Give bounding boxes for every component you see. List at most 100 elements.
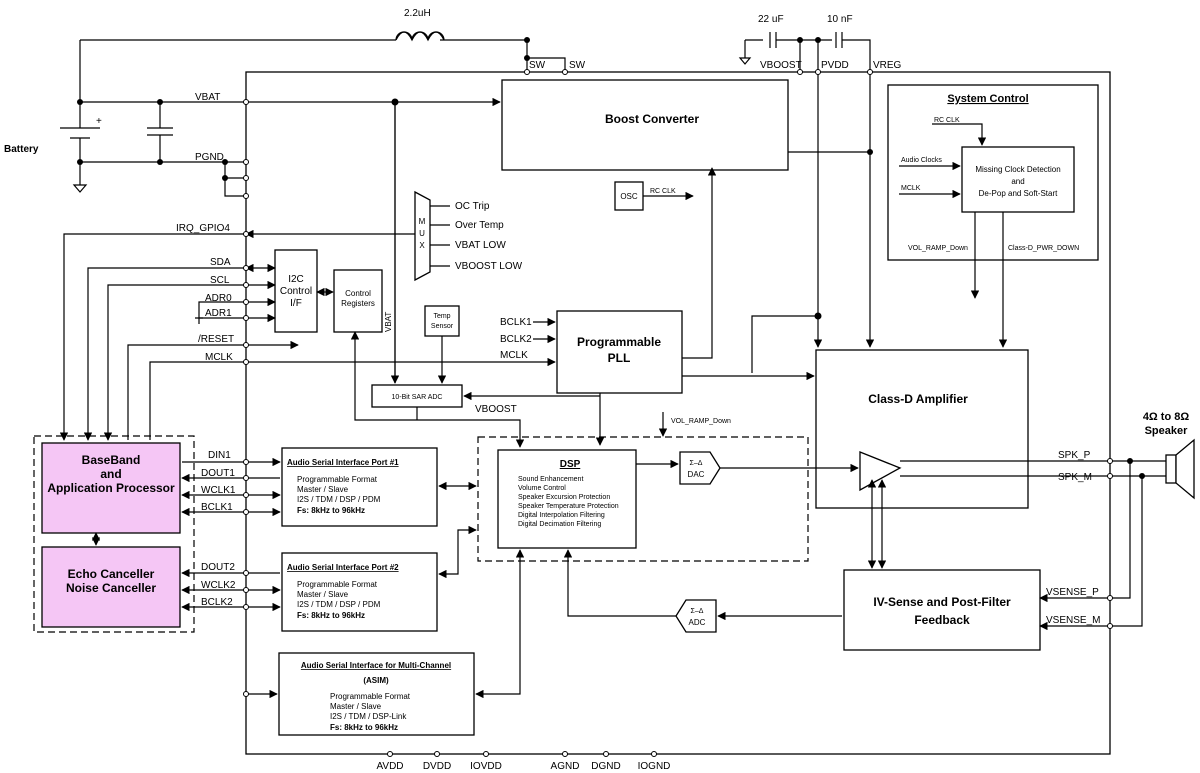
adr0-pin-label: ADR0: [205, 293, 232, 304]
dout2-label: DOUT2: [201, 562, 235, 573]
speaker-icon: [1165, 438, 1195, 500]
asi2-line-1: Programmable Format: [297, 580, 378, 589]
adc-label: ADC: [689, 618, 706, 627]
i2c-l3: I/F: [290, 298, 302, 309]
osc-rc-clk: RC CLK: [650, 188, 676, 195]
baseband-l3: Application Processor: [47, 481, 175, 495]
temp-sensor-block: [424, 305, 460, 337]
sys-audio-clocks: Audio Clocks: [901, 157, 942, 164]
asim-sub: (ASIM): [363, 676, 389, 685]
battery-plus: +: [96, 116, 102, 127]
asi2-line-4: Fs: 8kHz to 96kHz: [297, 611, 365, 620]
asi-port-1-block: [281, 447, 438, 527]
asi1-line-1: Programmable Format: [297, 475, 378, 484]
mux-vboost-low: VBOOST LOW: [455, 261, 523, 272]
vboost-pin: VBOOST: [760, 60, 802, 71]
temp-sensor-l1: Temp: [433, 313, 450, 320]
dsp-feature-3: Speaker Excursion Protection: [518, 494, 610, 501]
iv-sense-block: [843, 569, 1041, 651]
speaker-ohms: 4Ω to 8Ω: [1143, 411, 1190, 423]
pvdd-pin: PVDD: [821, 60, 849, 71]
pll-l2: PLL: [608, 351, 631, 365]
pll-mclk: MCLK: [500, 350, 528, 361]
pll-block: [556, 310, 683, 394]
asim-title: Audio Serial Interface for Multi-Channel: [301, 661, 451, 670]
mux-over-temp: Over Temp: [455, 220, 504, 231]
dsp-block: [497, 449, 637, 549]
dsp-region: [477, 436, 809, 562]
asim-block: [278, 652, 475, 736]
spk-m-label: SPK_M: [1058, 472, 1092, 483]
iv-sense-l1: IV-Sense and Post-Filter: [873, 595, 1011, 609]
mux-x: X: [419, 241, 425, 250]
battery-label: Battery: [4, 144, 39, 155]
class-d-label: Class-D Amplifier: [868, 392, 968, 406]
sw-pin-1: SW: [529, 60, 546, 71]
asi2-title: Audio Serial Interface Port #2: [287, 563, 399, 572]
pin-dvdd: DVDD: [423, 761, 451, 772]
class-d-amplifier-block: [815, 349, 1029, 509]
vboost-adc-label: VBOOST: [475, 404, 517, 415]
missing-clock-l1: Missing Clock Detection: [975, 165, 1060, 174]
echo-l1: Echo Canceller: [68, 567, 155, 581]
bclk2-label: BCLK2: [201, 597, 233, 608]
bclk1-label: BCLK1: [201, 502, 233, 513]
asim-line-4: Fs: 8kHz to 96kHz: [330, 723, 398, 732]
iv-sense-l2: Feedback: [914, 613, 970, 627]
din1-label: DIN1: [208, 450, 231, 461]
asim-line-2: Master / Slave: [330, 702, 382, 711]
mux-u: U: [419, 229, 425, 238]
asi1-line-4: Fs: 8kHz to 96kHz: [297, 506, 365, 515]
pin-markers: [243, 69, 1113, 757]
classd-pwr-label: Class-D_PWR_DOWN: [1008, 245, 1079, 252]
osc-label: OSC: [620, 192, 638, 201]
dac-sigma: Σ–Δ: [690, 460, 703, 467]
dsp-feature-2: Volume Control: [518, 485, 566, 492]
dout1-label: DOUT1: [201, 468, 235, 479]
dsp-feature-1: Sound Enhancement: [518, 476, 583, 483]
adr1-pin-label: ADR1: [205, 308, 232, 319]
vol-ramp-dsp-label: VOL_RAMP_Down: [671, 418, 731, 425]
boost-converter-block: [501, 79, 789, 171]
chip-outline: [245, 71, 1111, 755]
mux: M U X: [414, 190, 431, 282]
dsp-feature-5: Digital Interpolation Filtering: [518, 512, 605, 519]
echo-canceller-block: [41, 546, 181, 628]
cap-10nf-label: 10 nF: [827, 14, 853, 25]
pin-iovdd: IOVDD: [470, 761, 502, 772]
inductor-label: 2.2uH: [404, 8, 431, 19]
asim-line-1: Programmable Format: [330, 692, 411, 701]
adc-sigma: Σ–Δ: [691, 608, 704, 615]
reset-pin-label: /RESET: [198, 334, 234, 345]
irq-pin-label: IRQ_GPIO4: [176, 223, 230, 234]
baseband-l2: and: [100, 467, 121, 481]
pin-iognd: IOGND: [638, 761, 671, 772]
sda-pin-label: SDA: [210, 257, 231, 268]
vbat-pin-label: VBAT: [195, 92, 220, 103]
pll-l1: Programmable: [577, 335, 661, 349]
control-registers-block: [333, 269, 383, 333]
baseband-l1: BaseBand: [82, 453, 141, 467]
temp-sensor-l2: Sensor: [431, 323, 454, 330]
i2c-l1: I2C: [288, 274, 304, 285]
wclk1-label: WCLK1: [201, 485, 236, 496]
control-regs-l1: Control: [345, 289, 371, 298]
system-control-title: System Control: [947, 93, 1028, 105]
missing-clock-l2: and: [1011, 177, 1024, 186]
vsense-p-label: VSENSE_P: [1046, 587, 1099, 598]
asi1-line-3: I2S / TDM / DSP / PDM: [297, 495, 381, 504]
asi-port-2-block: [281, 552, 438, 632]
asim-line-3: I2S / TDM / DSP-Link: [330, 712, 407, 721]
missing-clock-block: [961, 146, 1075, 213]
echo-l2: Noise Canceller: [66, 581, 156, 595]
pin-dgnd: DGND: [591, 761, 620, 772]
pin-agnd: AGND: [551, 761, 580, 772]
battery: + Battery: [4, 40, 102, 193]
boost-converter-label: Boost Converter: [605, 112, 699, 126]
dac-label: DAC: [688, 470, 705, 479]
dsp-feature-4: Speaker Temperature Protection: [518, 503, 619, 510]
pgnd-pin-label: PGND: [195, 152, 224, 163]
sar-adc-label: 10-Bit SAR ADC: [392, 394, 443, 401]
asi1-line-2: Master / Slave: [297, 485, 349, 494]
pll-bclk1: BCLK1: [500, 317, 532, 328]
